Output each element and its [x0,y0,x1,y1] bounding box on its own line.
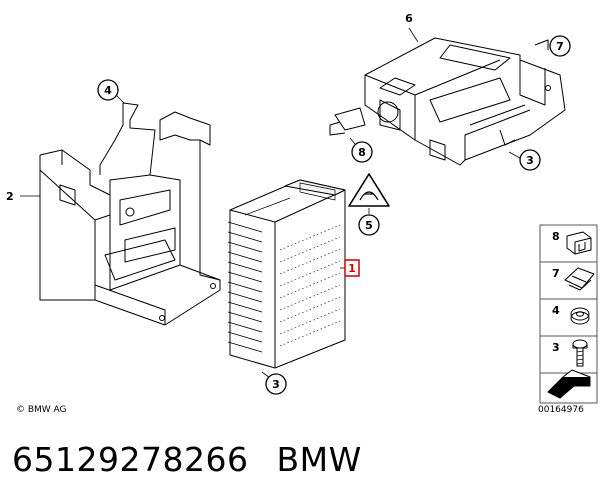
left-bracket-part [39,102,221,326]
legend-number-8: 8 [552,230,560,243]
callout-8: 8 [351,141,373,163]
svg-text:7: 7 [552,267,560,280]
part-caption: 65129278266 BMW [12,440,362,479]
brand-name: BMW [276,440,362,479]
bolt-icon [572,339,588,367]
svg-text:6: 6 [405,12,413,25]
callout-5: 5 [358,214,380,236]
legend-number-4: 4 [552,304,560,317]
callout-4: 4 [97,79,119,101]
clip-icon [566,231,592,255]
legend-number-3: 3 [552,341,560,354]
legend-number-7: 7 [552,267,560,280]
svg-text:2: 2 [6,190,14,203]
callout-2: 2 [6,190,14,203]
svg-text:8: 8 [552,230,560,243]
svg-text:3: 3 [552,341,560,354]
warning-triangle-label-part [348,173,390,207]
callout-3-upper: 3 [519,149,541,171]
svg-text:1: 1 [348,262,356,275]
callout-7: 7 [549,35,571,57]
hex-nut-icon [570,307,590,325]
reference-arrow-icon [547,369,591,399]
document-id: 00164976 [538,405,584,415]
svg-text:4: 4 [104,84,112,97]
exploded-view-drawing: 2 4 6 7 8 3 5 1 3 8 7 4 3 [6,12,598,404]
callout-6: 6 [405,12,413,25]
callout-1-highlighted: 1 [344,259,360,277]
callout-3-lower: 3 [265,373,287,395]
amplifier-module-part [227,179,346,369]
upper-cage-bracket-part [329,37,566,166]
svg-text:5: 5 [365,219,373,232]
part-number: 65129278266 [12,440,249,479]
svg-text:8: 8 [358,146,366,159]
spring-nut-icon [564,267,595,291]
svg-text:3: 3 [272,378,280,391]
svg-text:4: 4 [552,304,560,317]
svg-text:7: 7 [556,40,564,53]
leader-lines [20,27,561,379]
copyright-notice: © BMW AG [16,405,67,415]
svg-text:3: 3 [526,154,534,167]
